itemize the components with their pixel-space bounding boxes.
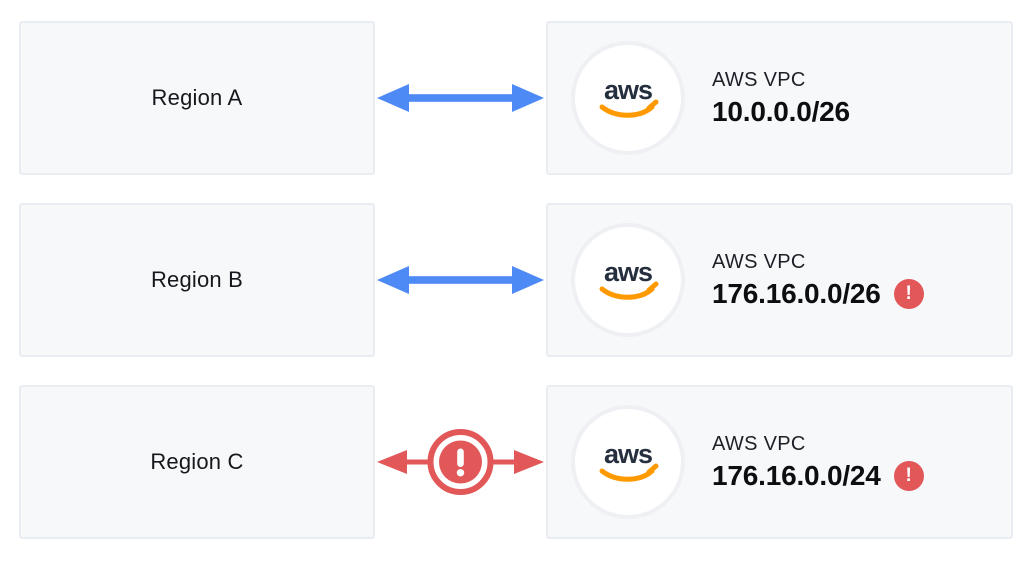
vpc-cidr: 10.0.0.0/26: [712, 95, 850, 127]
peering-link-conflict-icon: [375, 385, 546, 539]
vpc-info: AWS VPC 176.16.0.0/26 !: [712, 251, 924, 310]
region-c-box: Region C: [19, 385, 375, 539]
aws-logo-icon: aws: [571, 41, 685, 155]
vpc-title: AWS VPC: [712, 68, 806, 91]
cidr-warning-icon: !: [893, 460, 924, 491]
region-b-label: Region B: [150, 267, 244, 292]
peering-link-ok-icon: [375, 203, 546, 357]
region-b-box: Region B: [19, 203, 375, 357]
aws-logo-icon: aws: [571, 405, 685, 519]
vpc-info: AWS VPC 176.16.0.0/24 !: [712, 433, 924, 492]
vpc-title: AWS VPC: [712, 250, 806, 273]
diagram-row-region-a: Region A aws AWS VPC 10.0.0.0/26: [19, 21, 1013, 175]
vpc-card-region-c: aws AWS VPC 176.16.0.0/24 !: [546, 385, 1013, 539]
svg-text:aws: aws: [604, 440, 652, 469]
diagram-row-region-c: Region C aws AW: [19, 385, 1013, 539]
aws-logo-icon: aws: [571, 223, 685, 337]
svg-text:aws: aws: [604, 258, 652, 287]
vpc-cidr: 176.16.0.0/26: [712, 277, 881, 309]
region-a-label: Region A: [151, 85, 243, 110]
vpc-cidr: 176.16.0.0/24: [712, 459, 881, 491]
vpc-info: AWS VPC 10.0.0.0/26: [712, 69, 850, 128]
vpc-title: AWS VPC: [712, 432, 806, 455]
region-a-box: Region A: [19, 21, 375, 175]
diagram-row-region-b: Region B aws AWS VPC 176.16.0.0/26: [19, 203, 1013, 357]
vpc-card-region-b: aws AWS VPC 176.16.0.0/26 !: [546, 203, 1013, 357]
cidr-warning-icon: !: [893, 278, 924, 309]
vpc-card-region-a: aws AWS VPC 10.0.0.0/26: [546, 21, 1013, 175]
peering-link-ok-icon: [375, 21, 546, 175]
region-c-label: Region C: [150, 449, 244, 474]
svg-text:aws: aws: [604, 76, 652, 105]
